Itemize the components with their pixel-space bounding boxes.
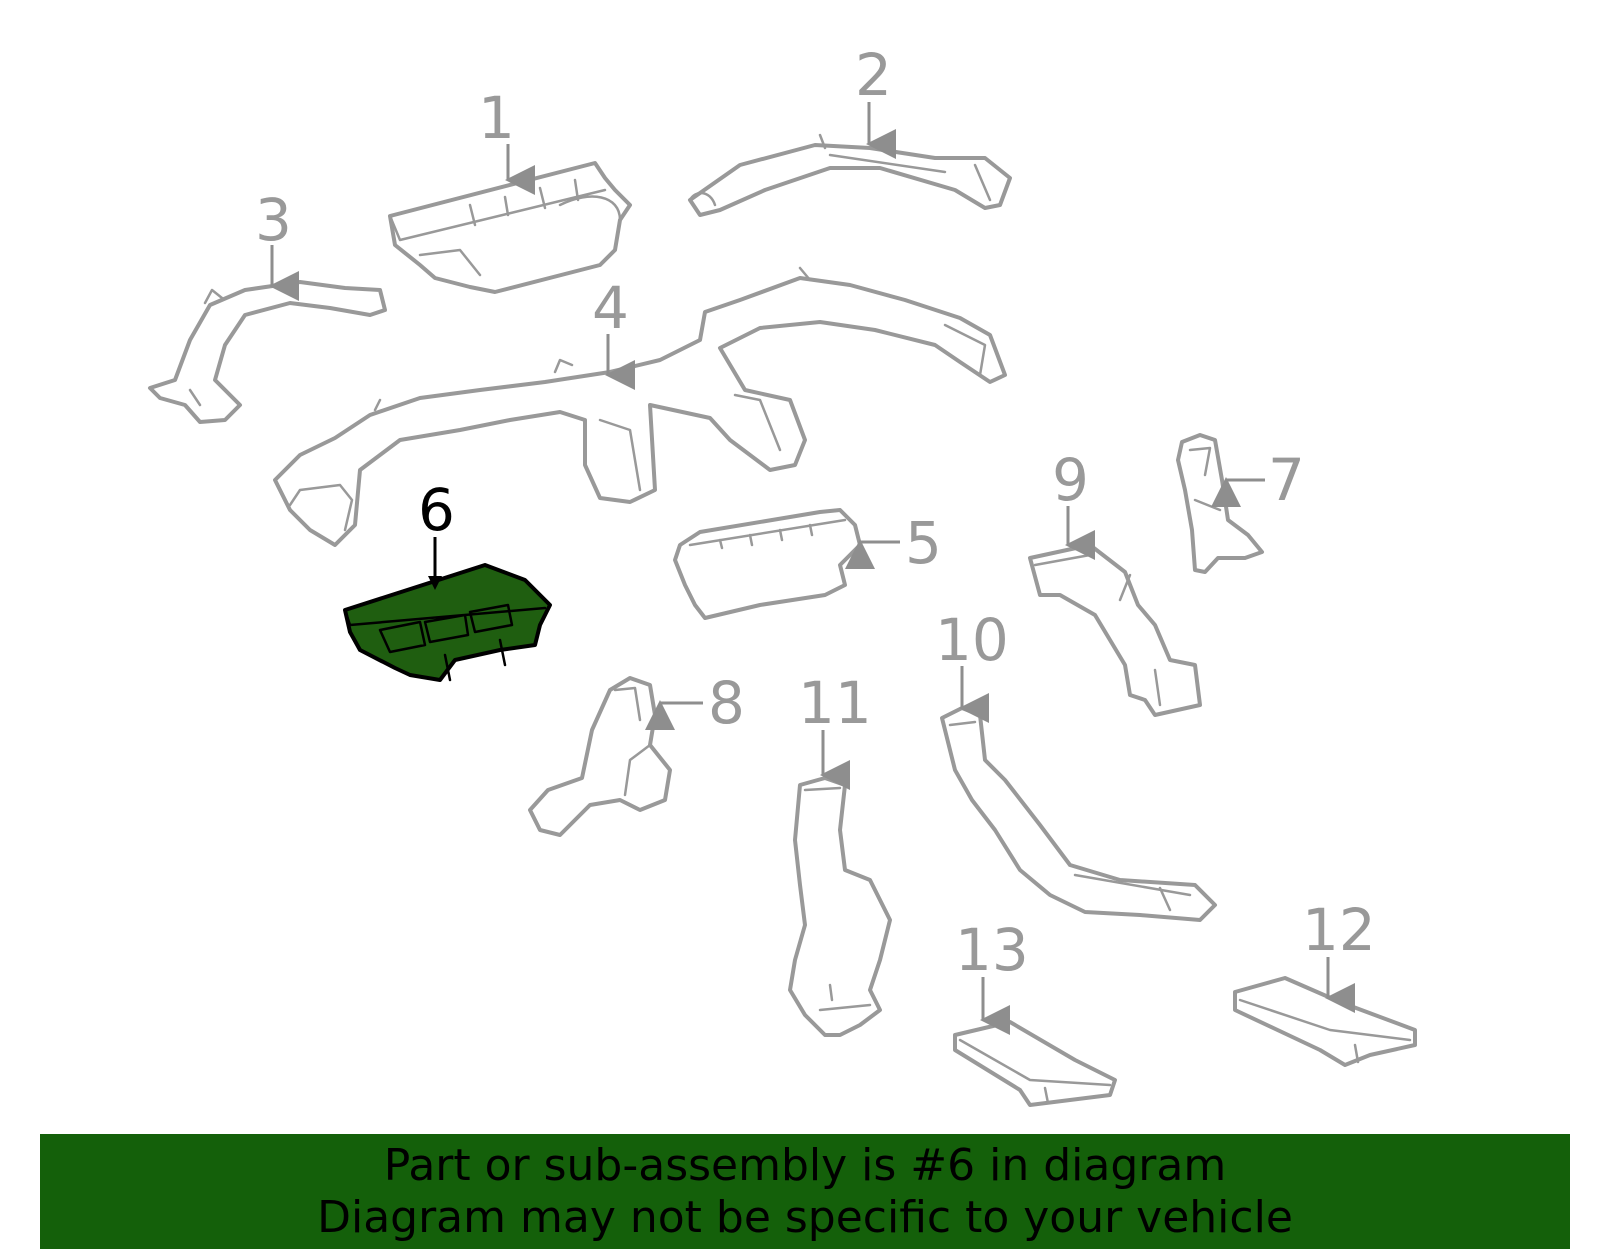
callout-label-1: 1 [478,84,515,152]
part-13-duct[interactable] [953,1020,1117,1107]
callout-1: 1 [478,84,535,195]
callout-label-3: 3 [255,186,292,254]
callout-label-8: 8 [708,669,745,737]
part-8-duct[interactable] [528,676,672,837]
part-3-duct[interactable] [148,280,387,424]
part-4-duct[interactable] [273,266,1007,547]
callout-13: 13 [955,916,1029,1035]
callout-10: 10 [935,606,1009,723]
callout-label-11: 11 [798,669,872,737]
callout-8: 8 [645,669,745,737]
callout-7: 7 [1211,446,1305,514]
part-10-duct[interactable] [940,706,1217,922]
callout-6: 6 [418,476,455,590]
banner-line-1: Part or sub-assembly is #6 in diagram [383,1139,1227,1191]
callout-label-12: 12 [1302,896,1376,964]
callout-2: 2 [855,41,896,159]
callout-5: 5 [845,509,942,577]
part-5-vent[interactable] [673,508,862,620]
part-6-vent-assembly[interactable] [343,563,552,682]
part-1-duct[interactable] [388,161,632,294]
callout-9: 9 [1052,446,1095,560]
callout-label-7: 7 [1268,446,1305,514]
part-2-duct[interactable] [688,133,1012,217]
callout-label-9: 9 [1052,446,1089,514]
callout-label-10: 10 [935,606,1009,674]
callout-4: 4 [592,274,635,390]
info-banner: Part or sub-assembly is #6 in diagram Di… [40,1134,1570,1249]
callout-label-2: 2 [855,41,892,109]
part-7-duct[interactable] [1176,433,1264,574]
leader-arrow-6 [428,576,442,590]
part-11-duct[interactable] [788,776,892,1037]
callout-label-6: 6 [418,476,455,544]
callout-12: 12 [1302,896,1376,1013]
banner-line-2: Diagram may not be specific to your vehi… [317,1191,1293,1243]
callout-label-4: 4 [592,274,629,342]
callout-3: 3 [255,186,299,301]
callout-11: 11 [798,669,872,790]
parts-diagram: 1 2 3 4 5 6 [148,41,1417,1107]
part-12-duct[interactable] [1233,976,1417,1067]
part-9-duct[interactable] [1028,543,1202,717]
callout-label-5: 5 [905,509,942,577]
callout-label-13: 13 [955,916,1029,984]
